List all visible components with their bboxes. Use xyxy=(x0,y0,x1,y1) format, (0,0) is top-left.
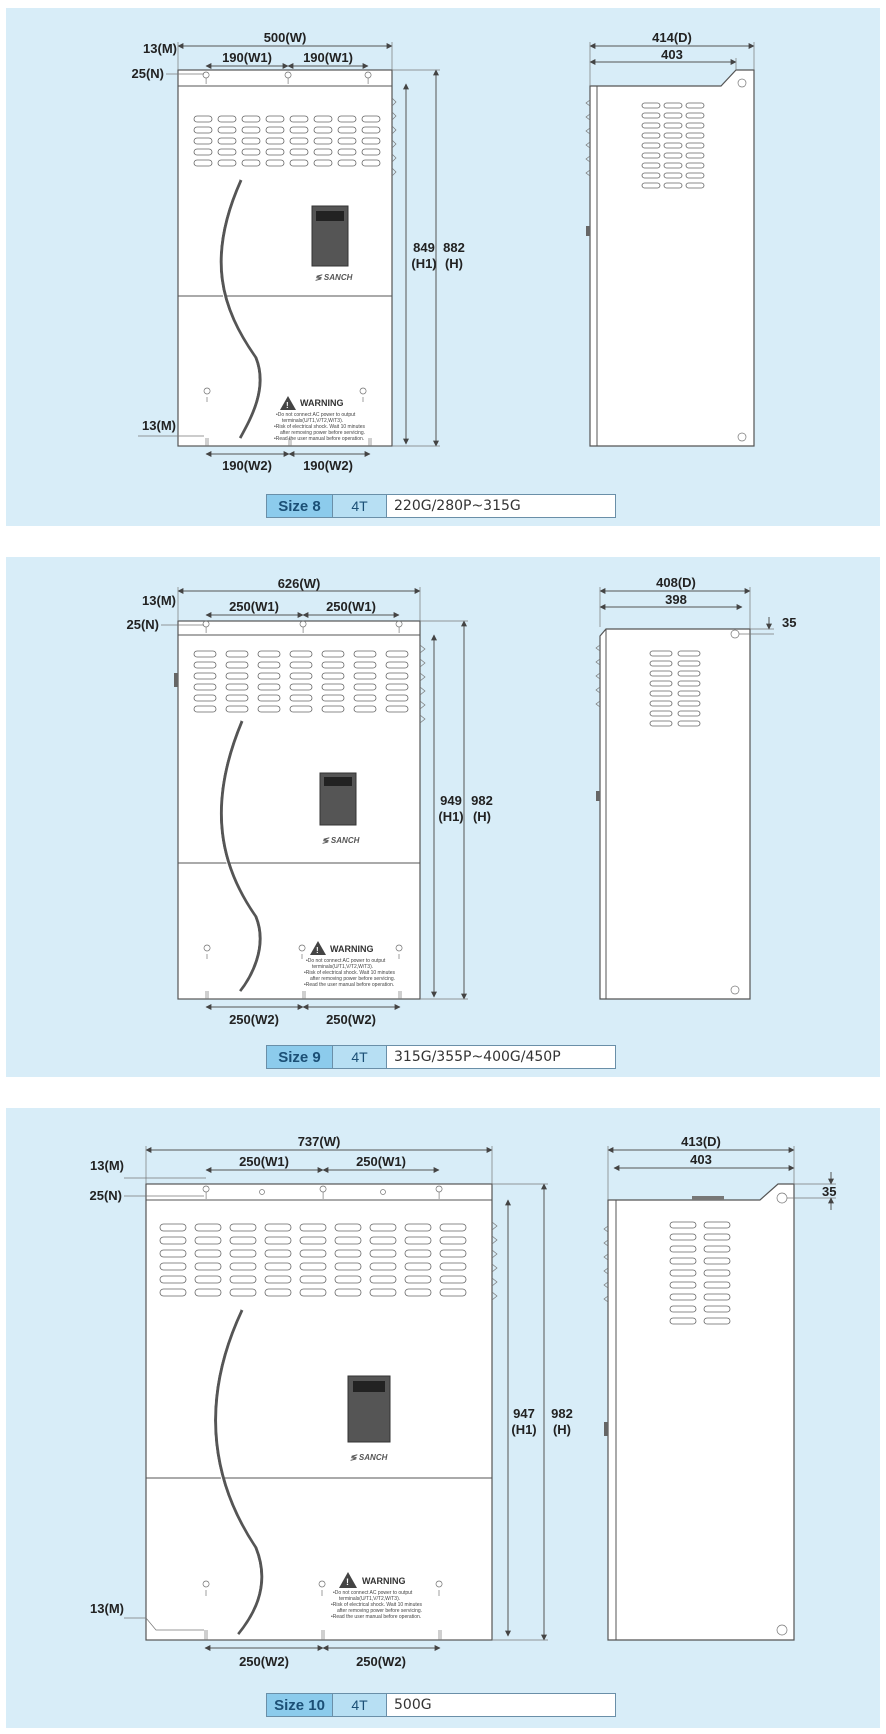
side-vents xyxy=(669,1221,731,1325)
dim-width: 626(W) xyxy=(278,576,321,591)
brand-logo: ≶ SANCH xyxy=(350,1453,388,1462)
svg-text:WARNING: WARNING xyxy=(330,944,374,954)
size-label: Size 10 xyxy=(267,1694,333,1716)
brand-logo: ≶ SANCH xyxy=(315,273,353,282)
dim-w1-right: 190(W1) xyxy=(303,50,353,65)
dim-h: 982 xyxy=(551,1406,573,1421)
warning-label: ! WARNING •Do not connect AC power to ou… xyxy=(274,396,366,442)
dim-w1-right: 250(W1) xyxy=(356,1154,406,1169)
dim-h: 982 xyxy=(471,793,493,808)
dim-depth: 408(D) xyxy=(656,575,696,590)
dim-w1-left: 250(W1) xyxy=(239,1154,289,1169)
brand-logo: ≶ SANCH xyxy=(322,836,360,845)
svg-text:!: ! xyxy=(286,401,289,410)
size10-label: Size 10 4T 500G xyxy=(266,1693,616,1717)
dim-width: 500(W) xyxy=(264,30,307,45)
dim-m-top: 13(M) xyxy=(90,1158,124,1173)
dim-w2-right: 250(W2) xyxy=(326,1012,376,1027)
dim-m-bottom: 13(M) xyxy=(142,418,176,433)
dim-h1-symbol: (H1) xyxy=(411,256,436,271)
svg-text:•Read the user manual before o: •Read the user manual before operation. xyxy=(331,1614,421,1620)
size10-panel: ≶ SANCH ! WARNING •Do not connect AC pow… xyxy=(6,1108,880,1728)
size8-panel: ≶ SANCH ! WARNING •Do not connect AC pow… xyxy=(6,8,880,526)
svg-text:!: ! xyxy=(346,1577,349,1587)
dim-w1-right: 250(W1) xyxy=(326,599,376,614)
warning-label: ! WARNING •Do not connect AC power to ou… xyxy=(331,1572,423,1620)
size9-label: Size 9 4T 315G/355P~400G/450P xyxy=(266,1045,616,1069)
dim-h1-symbol: (H1) xyxy=(511,1422,536,1437)
models-label: 500G xyxy=(387,1694,615,1716)
size9-panel: ≶ SANCH ! WARNING •Do not connect AC pow… xyxy=(6,557,880,1077)
dim-w2-right: 190(W2) xyxy=(303,458,353,473)
dim-offset: 35 xyxy=(782,615,796,630)
dim-depth-inner: 398 xyxy=(665,592,687,607)
dim-w2-left: 250(W2) xyxy=(239,1654,289,1669)
dim-h1: 849 xyxy=(413,240,435,255)
dim-depth: 414(D) xyxy=(652,30,692,45)
dim-w2-left: 190(W2) xyxy=(222,458,272,473)
svg-text:terminals(U/T1,V/T2,W/T3).: terminals(U/T1,V/T2,W/T3). xyxy=(339,1596,400,1602)
svg-text:!: ! xyxy=(316,946,319,955)
dim-h-symbol: (H) xyxy=(473,809,491,824)
dim-h1: 947 xyxy=(513,1406,535,1421)
dim-m-top: 13(M) xyxy=(143,41,177,56)
dim-m-bottom: 13(M) xyxy=(90,1601,124,1616)
dim-h-symbol: (H) xyxy=(445,256,463,271)
svg-text:WARNING: WARNING xyxy=(362,1576,406,1586)
svg-text:terminals(U/T1,V/T2,W/T3).: terminals(U/T1,V/T2,W/T3). xyxy=(312,964,373,970)
side-vents xyxy=(641,102,705,189)
size9-drawing: ≶ SANCH ! WARNING •Do not connect AC pow… xyxy=(126,575,796,1027)
models-label: 315G/355P~400G/450P xyxy=(387,1046,615,1068)
dim-n: 25(N) xyxy=(89,1188,122,1203)
dim-n: 25(N) xyxy=(131,66,164,81)
voltage-label: 4T xyxy=(333,1046,387,1068)
svg-text:•Read the user manual before o: •Read the user manual before operation. xyxy=(274,436,364,442)
svg-text:terminals(U/T1,V/T2,W/T3).: terminals(U/T1,V/T2,W/T3). xyxy=(282,418,343,424)
size-label: Size 9 xyxy=(267,1046,333,1068)
front-view xyxy=(177,69,393,447)
dim-h1: 949 xyxy=(440,793,462,808)
dim-w2-right: 250(W2) xyxy=(356,1654,406,1669)
front-view xyxy=(145,1183,493,1641)
svg-text:•Risk of electrical shock. Wai: •Risk of electrical shock. Wait 10 minut… xyxy=(274,424,366,430)
dim-width: 737(W) xyxy=(298,1134,341,1149)
dim-h-symbol: (H) xyxy=(553,1422,571,1437)
svg-text:•Do not connect AC power to ou: •Do not connect AC power to output xyxy=(276,412,356,418)
size8-label: Size 8 4T 220G/280P~315G xyxy=(266,494,616,518)
dim-offset: 35 xyxy=(822,1184,836,1199)
warning-label: ! WARNING •Do not connect AC power to ou… xyxy=(304,941,396,988)
svg-text:after removing power before se: after removing power before servicing. xyxy=(310,976,395,982)
dim-m-top: 13(M) xyxy=(142,593,176,608)
models-label: 220G/280P~315G xyxy=(387,495,615,517)
voltage-label: 4T xyxy=(333,495,387,517)
side-vents xyxy=(649,650,701,727)
front-vents xyxy=(193,650,409,713)
voltage-label: 4T xyxy=(333,1694,387,1716)
dim-w1-left: 250(W1) xyxy=(229,599,279,614)
svg-text:•Read the user manual before o: •Read the user manual before operation. xyxy=(304,982,394,988)
dim-w2-left: 250(W2) xyxy=(229,1012,279,1027)
size10-drawing: ≶ SANCH ! WARNING •Do not connect AC pow… xyxy=(89,1134,836,1669)
dim-h: 882 xyxy=(443,240,465,255)
front-vents xyxy=(159,1223,467,1297)
svg-text:•Do not connect AC power to ou: •Do not connect AC power to output xyxy=(306,958,386,964)
dim-depth-inner: 403 xyxy=(661,47,683,62)
dim-h1-symbol: (H1) xyxy=(438,809,463,824)
svg-text:WARNING: WARNING xyxy=(300,398,344,408)
dim-depth-inner: 403 xyxy=(690,1152,712,1167)
dim-depth: 413(D) xyxy=(681,1134,721,1149)
front-vents xyxy=(193,115,381,167)
svg-text:after removing power before se: after removing power before servicing. xyxy=(280,430,365,436)
side-view xyxy=(599,628,751,1000)
size8-drawing: ≶ SANCH ! WARNING •Do not connect AC pow… xyxy=(131,30,755,473)
svg-text:•Do not connect AC power to ou: •Do not connect AC power to output xyxy=(333,1590,413,1596)
dim-n: 25(N) xyxy=(126,617,159,632)
size-label: Size 8 xyxy=(267,495,333,517)
svg-text:•Risk of electrical shock. Wai: •Risk of electrical shock. Wait 10 minut… xyxy=(331,1602,423,1608)
dim-w1-left: 190(W1) xyxy=(222,50,272,65)
svg-text:•Risk of electrical shock. Wai: •Risk of electrical shock. Wait 10 minut… xyxy=(304,970,396,976)
side-view xyxy=(607,1183,795,1641)
svg-text:after removing power before se: after removing power before servicing. xyxy=(337,1608,422,1614)
